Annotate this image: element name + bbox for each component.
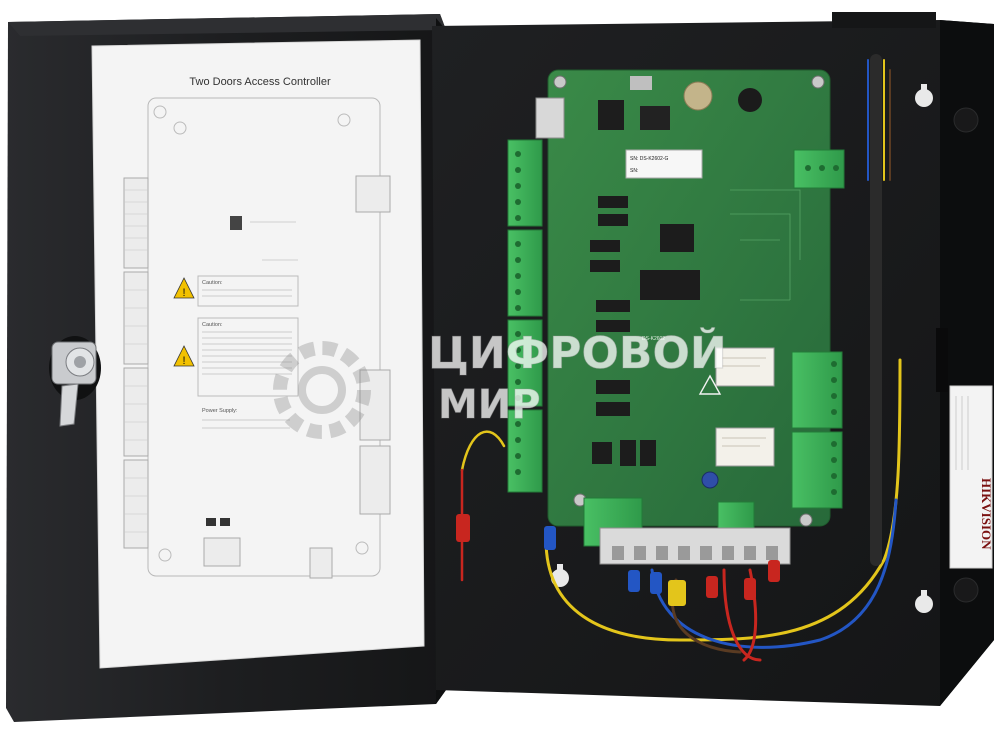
watermark-text-2: МИР	[438, 382, 541, 428]
crimp-terminals	[456, 514, 780, 606]
svg-text:!: !	[182, 287, 185, 299]
controller-pcb: SN: DS-K2602-G SN: DS-K2602	[535, 69, 831, 527]
product-label: HIKVISION	[949, 385, 994, 569]
warning-icon	[698, 374, 722, 395]
svg-text:!: !	[182, 355, 185, 367]
caution-box-1: ! Caution:	[173, 275, 299, 307]
wiring-diagram-sheet: Two Doors Access Controller	[91, 39, 425, 669]
backup-battery	[683, 81, 713, 111]
sticker-line-2: SN:	[630, 168, 638, 174]
caution-title-2: Caution:	[202, 322, 223, 328]
sticker-line-1: SN: DS-K2602-G	[630, 156, 668, 162]
terminal-blocks	[507, 139, 845, 551]
gear-icon	[273, 341, 371, 439]
buzzer	[738, 88, 762, 112]
caution-box-2: ! Caution:	[173, 317, 299, 397]
watermark: ЦИФРОВОЙ МИР	[273, 326, 727, 439]
diagram-terminal-column	[123, 177, 149, 549]
caution-title-1: Caution:	[202, 280, 223, 286]
serial-sticker: SN: DS-K2602-G SN:	[625, 149, 703, 179]
network-port	[535, 97, 565, 139]
relay-1	[715, 347, 775, 387]
door-lock[interactable]	[49, 336, 101, 427]
watermark-text-1: ЦИФРОВОЙ	[428, 326, 727, 379]
power-terminal-strip	[599, 527, 791, 565]
relay-2	[715, 427, 775, 467]
diagram-title: Two Doors Access Controller	[189, 76, 331, 88]
board-model-text: DS-K2602	[642, 336, 665, 342]
wires	[460, 54, 902, 662]
brand-logo: HIKVISION	[979, 478, 994, 550]
mount-holes	[551, 84, 933, 613]
power-supply-label: Power Supply:	[202, 408, 238, 414]
